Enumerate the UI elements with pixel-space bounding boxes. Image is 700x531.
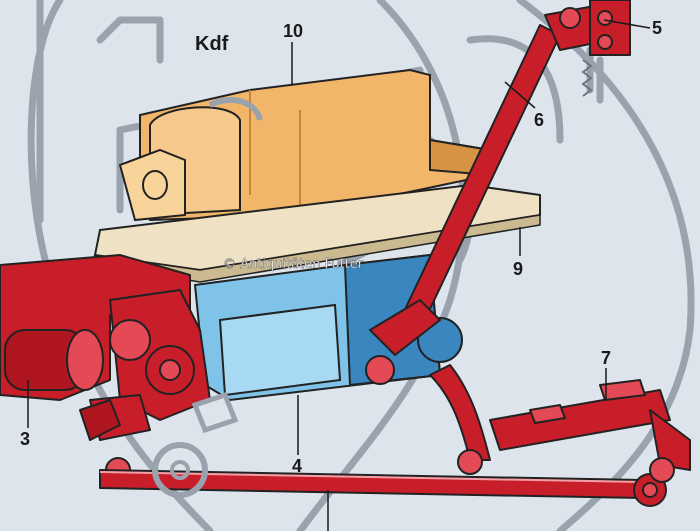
red-linkages — [0, 0, 691, 507]
gear-hub — [109, 319, 151, 361]
joint-circle-top — [559, 7, 581, 29]
wheel-handle-hub — [170, 460, 190, 480]
engine-bracket — [208, 97, 263, 122]
callout-5: 5 — [652, 18, 662, 38]
callout-6: 6 — [534, 110, 544, 130]
bottom-rod-eye-hole — [642, 482, 658, 498]
watermark-text: © Antiquitäten Futter — [223, 257, 364, 272]
frame-hook-top — [96, 16, 164, 64]
curved-pipe — [429, 364, 491, 461]
cylinder-7-eye — [649, 457, 675, 483]
callout-9: 9 — [513, 259, 523, 279]
cylinder-7-clip-2 — [529, 404, 566, 424]
diagram-title: Kdf — [195, 33, 229, 55]
cylinder-7-end-bracket — [649, 409, 691, 471]
callout-7: 7 — [601, 348, 611, 368]
leader-5 — [603, 19, 651, 29]
wheel-handle-icon — [152, 442, 208, 498]
bottom-rod-highlight — [99, 471, 641, 483]
frame-arc-right — [516, 0, 695, 531]
frame-spring-lines — [586, 46, 604, 104]
callout-3: 3 — [20, 429, 30, 449]
engine-housing — [118, 68, 491, 222]
curved-pipe-eye — [457, 449, 483, 475]
handle-bracket — [191, 391, 239, 434]
bracket-bolt-1 — [597, 10, 613, 26]
leader-6 — [504, 81, 536, 109]
engine-port-circle — [142, 170, 168, 200]
callout-4: 4 — [292, 456, 302, 476]
leader-lines — [27, 19, 651, 531]
rod-6-eye — [365, 355, 395, 385]
callout-10: 10 — [283, 21, 303, 41]
rod-6-clevis — [369, 299, 441, 356]
gear-lever — [79, 399, 121, 441]
cylinder-7 — [489, 389, 671, 451]
frame-arc-middle — [296, 0, 467, 531]
block-panel — [218, 303, 342, 397]
gear-axle — [159, 359, 181, 381]
cylinder-7-clip-1 — [599, 379, 646, 401]
spring-icon — [581, 59, 593, 97]
engine-front-cap — [118, 148, 186, 222]
bracket-bolt-2 — [597, 34, 613, 50]
cylinder-3-end — [66, 329, 104, 391]
